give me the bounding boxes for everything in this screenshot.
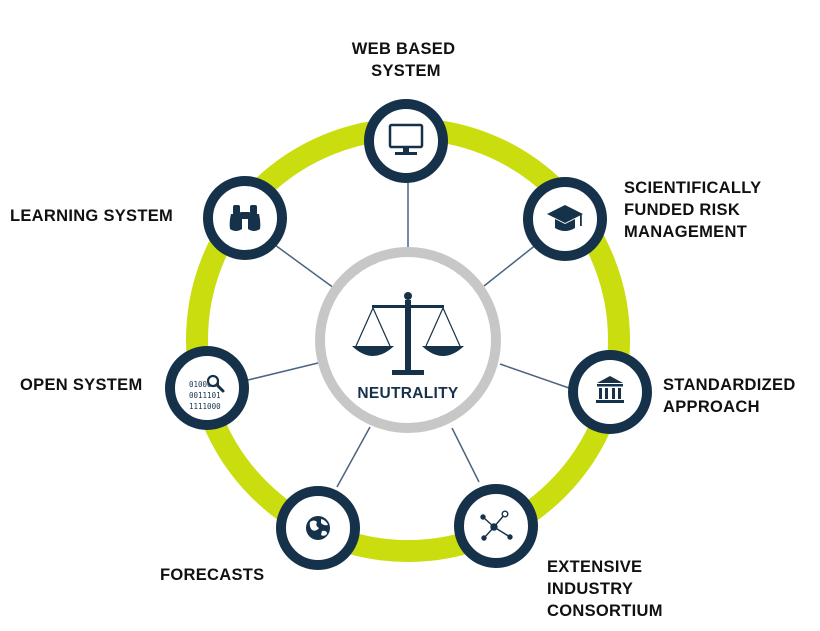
label-line: CONSORTIUM bbox=[547, 602, 663, 620]
node-scientifically-funded-risk-management bbox=[523, 177, 607, 261]
center-hub: NEUTRALITY bbox=[315, 247, 501, 433]
node-circle bbox=[568, 350, 652, 434]
spoke-standardized-approach bbox=[499, 363, 570, 389]
label-line: EXTENSIVE bbox=[547, 558, 642, 576]
label-line: WEB BASED bbox=[352, 40, 456, 58]
node-open-system: 0100011 0011101 1111000 bbox=[165, 346, 249, 430]
binary-search-icon: 0100011 0011101 1111000 bbox=[189, 374, 225, 411]
monitor-icon bbox=[388, 123, 424, 155]
magnifier-lens bbox=[206, 374, 220, 388]
spoke-extensive-industry-consortium bbox=[451, 427, 480, 483]
node-standardized-approach bbox=[568, 350, 652, 434]
node-web-based-system bbox=[364, 99, 448, 183]
node-forecasts bbox=[276, 486, 360, 570]
binary-line-1: 0100011 bbox=[189, 380, 221, 389]
label-extensive-industry-consortium: EXTENSIVE INDUSTRY CONSORTIUM bbox=[547, 558, 663, 620]
magnifier-handle bbox=[215, 383, 225, 393]
node-learning-system bbox=[203, 176, 287, 260]
spoke-open-system bbox=[247, 362, 319, 381]
institution-building-icon bbox=[596, 376, 624, 403]
label-standardized-approach: STANDARDIZED APPROACH bbox=[663, 376, 800, 416]
label-open-system: OPEN SYSTEM bbox=[20, 376, 143, 394]
node-circle bbox=[364, 99, 448, 183]
label-line: INDUSTRY bbox=[547, 580, 633, 598]
label-scientifically-funded-risk-management: SCIENTIFICALLY FUNDED RISK MANAGEMENT bbox=[624, 179, 766, 241]
spoke-learning-system bbox=[274, 244, 339, 292]
center-label: NEUTRALITY bbox=[357, 385, 459, 402]
label-line: MANAGEMENT bbox=[624, 223, 747, 241]
label-line: FUNDED RISK bbox=[624, 201, 740, 219]
label-line: SCIENTIFICALLY bbox=[624, 179, 761, 197]
label-learning-system: LEARNING SYSTEM bbox=[10, 207, 173, 225]
spokes bbox=[247, 180, 570, 488]
label-line: SYSTEM bbox=[371, 62, 441, 80]
globe-icon bbox=[306, 516, 330, 540]
node-circle bbox=[165, 346, 249, 430]
scales-of-justice-icon bbox=[352, 292, 464, 375]
labels: WEB BASED SYSTEM SCIENTIFICALLY FUNDED R… bbox=[10, 40, 800, 620]
graduation-cap-icon bbox=[547, 205, 583, 231]
label-web-based-system: WEB BASED SYSTEM bbox=[352, 40, 460, 80]
label-forecasts: FORECASTS bbox=[160, 566, 264, 584]
binary-line-3: 1111000 bbox=[189, 402, 221, 411]
spoke-scientifically-funded-risk-management bbox=[483, 243, 538, 287]
spoke-forecasts bbox=[336, 426, 371, 488]
label-line: APPROACH bbox=[663, 398, 760, 416]
label-line: LEARNING SYSTEM bbox=[10, 207, 173, 225]
label-line: FORECASTS bbox=[160, 566, 264, 584]
network-nodes-icon bbox=[480, 510, 513, 541]
label-line: OPEN SYSTEM bbox=[20, 376, 143, 394]
binary-line-2: 0011101 bbox=[189, 391, 221, 400]
label-line: STANDARDIZED bbox=[663, 376, 796, 394]
node-extensive-industry-consortium bbox=[454, 484, 538, 568]
binoculars-icon bbox=[229, 205, 261, 231]
